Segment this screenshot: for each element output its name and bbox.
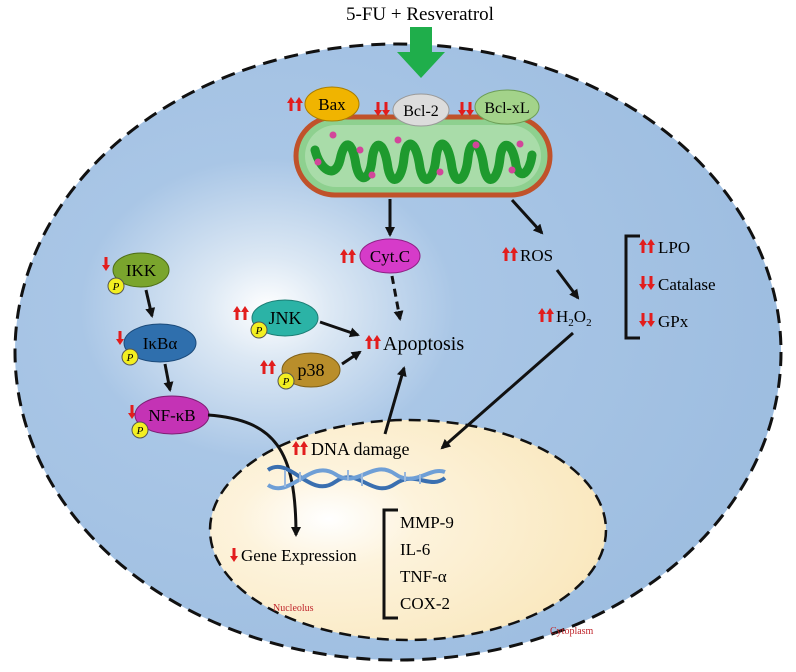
up-arrows-icon	[340, 249, 356, 263]
arrow-ikba-to-nfkb	[163, 363, 174, 392]
phospho-label: P	[136, 425, 144, 437]
apoptosis-label: Apoptosis	[383, 333, 464, 355]
phospho-label: P	[112, 281, 120, 293]
up-arrows-icon	[502, 247, 518, 261]
marker-catalase: Catalase	[639, 275, 716, 294]
regulator-bax: Bax	[287, 86, 360, 122]
bcl2-label: Bcl-2	[403, 103, 439, 120]
arrow-dna-to-apoptosis	[383, 366, 407, 435]
bcl2-node	[392, 93, 450, 127]
bax-label: Bax	[318, 95, 346, 114]
arrow-ros-to-h2o2	[555, 269, 580, 300]
phospho-label: P	[126, 352, 134, 364]
gene-expression-label: Gene Expression	[241, 546, 357, 565]
gene-il6: IL-6	[400, 540, 430, 559]
ikk-label: IKK	[126, 261, 157, 280]
ikba-label: IκBα	[143, 334, 178, 353]
p38-node	[281, 352, 341, 388]
catalase-label: Catalase	[658, 275, 716, 294]
ikk-group: IKK P	[102, 252, 170, 295]
phospho-label: P	[255, 325, 263, 337]
cytc-node	[359, 238, 421, 274]
marker-gpx: GPx	[639, 312, 689, 331]
jnk-node	[251, 299, 319, 337]
down-arrow-icon	[230, 548, 238, 562]
jnk-label: JNK	[268, 308, 301, 328]
nfkb-group: NF-κB P	[128, 395, 210, 439]
cytc-group: Cyt.C	[340, 238, 421, 274]
down-arrows-icon	[458, 102, 474, 116]
phospho-badge	[250, 321, 268, 339]
dna-helix-icon	[266, 465, 447, 491]
phospho-badge	[121, 348, 139, 366]
lpo-label: LPO	[658, 238, 690, 257]
phospho-badge	[107, 277, 125, 295]
bax-node	[304, 86, 360, 122]
phospho-badge	[277, 372, 295, 390]
ikk-node	[112, 252, 170, 288]
up-arrows-icon	[639, 239, 655, 253]
nucleus-label: Nucleolus	[273, 603, 314, 614]
down-arrows-icon	[639, 276, 655, 290]
gene-tnfa: TNF-α	[400, 567, 447, 586]
arrow-jnk-to-apoptosis	[319, 320, 360, 338]
gpx-label: GPx	[658, 312, 689, 331]
regulator-bclxl: Bcl-xL	[458, 89, 540, 125]
up-arrows-icon	[292, 441, 308, 455]
regulator-bcl2: Bcl-2	[374, 93, 450, 127]
down-arrows-icon	[639, 313, 655, 327]
gene-mmp9: MMP-9	[400, 513, 454, 532]
ros-label: ROS	[520, 246, 553, 265]
marker-lpo: LPO	[639, 238, 690, 257]
gene-expression-group: Gene Expression	[230, 546, 357, 565]
dashed-arrow-cytc-to-apoptosis	[390, 275, 404, 321]
p38-label: p38	[298, 360, 325, 380]
phospho-label: P	[282, 376, 290, 388]
p38-group: p38 P	[260, 352, 341, 390]
arrow-p38-to-apoptosis	[341, 350, 362, 366]
down-arrow-icon	[116, 331, 124, 345]
up-arrows-icon	[287, 97, 303, 111]
mitochondrion	[293, 114, 553, 198]
dna-damage-group: DNA damage	[292, 439, 409, 459]
arrow-nfkb-to-gene-expression	[207, 413, 301, 537]
stimulus-arrow	[397, 27, 445, 78]
h2o2-label: H2O2	[556, 307, 592, 329]
phospho-badge	[131, 421, 149, 439]
apoptosis-group: Apoptosis	[365, 333, 464, 355]
up-arrows-icon	[233, 306, 249, 320]
bclxl-node	[474, 89, 540, 125]
h2o2-group: H2O2	[538, 307, 592, 329]
nfkb-label: NF-κB	[148, 406, 195, 425]
jnk-group: JNK P	[233, 299, 319, 339]
dna-damage-label: DNA damage	[311, 439, 409, 459]
down-arrows-icon	[374, 102, 390, 116]
arrow-mito-to-ros	[510, 198, 544, 235]
down-arrow-icon	[128, 405, 136, 419]
ikba-node	[123, 323, 197, 363]
cytc-label: Cyt.C	[370, 247, 410, 266]
cytoplasm-label: Cytoplasm	[550, 626, 594, 637]
ikba-group: IκBα P	[116, 323, 197, 366]
up-arrows-icon	[365, 335, 381, 349]
up-arrows-icon	[260, 360, 276, 374]
up-arrows-icon	[538, 308, 554, 322]
ros-group: ROS	[502, 246, 553, 265]
arrow-ikk-to-ikba	[144, 289, 156, 318]
stimulus-label: 5-FU + Resveratrol	[346, 4, 494, 25]
genes-bracket	[382, 508, 398, 620]
bclxl-label: Bcl-xL	[484, 100, 529, 117]
oxidative-bracket	[624, 234, 640, 340]
gene-cox2: COX-2	[400, 594, 450, 613]
down-arrow-icon	[102, 257, 110, 271]
arrow-h2o2-to-dna	[440, 331, 574, 450]
